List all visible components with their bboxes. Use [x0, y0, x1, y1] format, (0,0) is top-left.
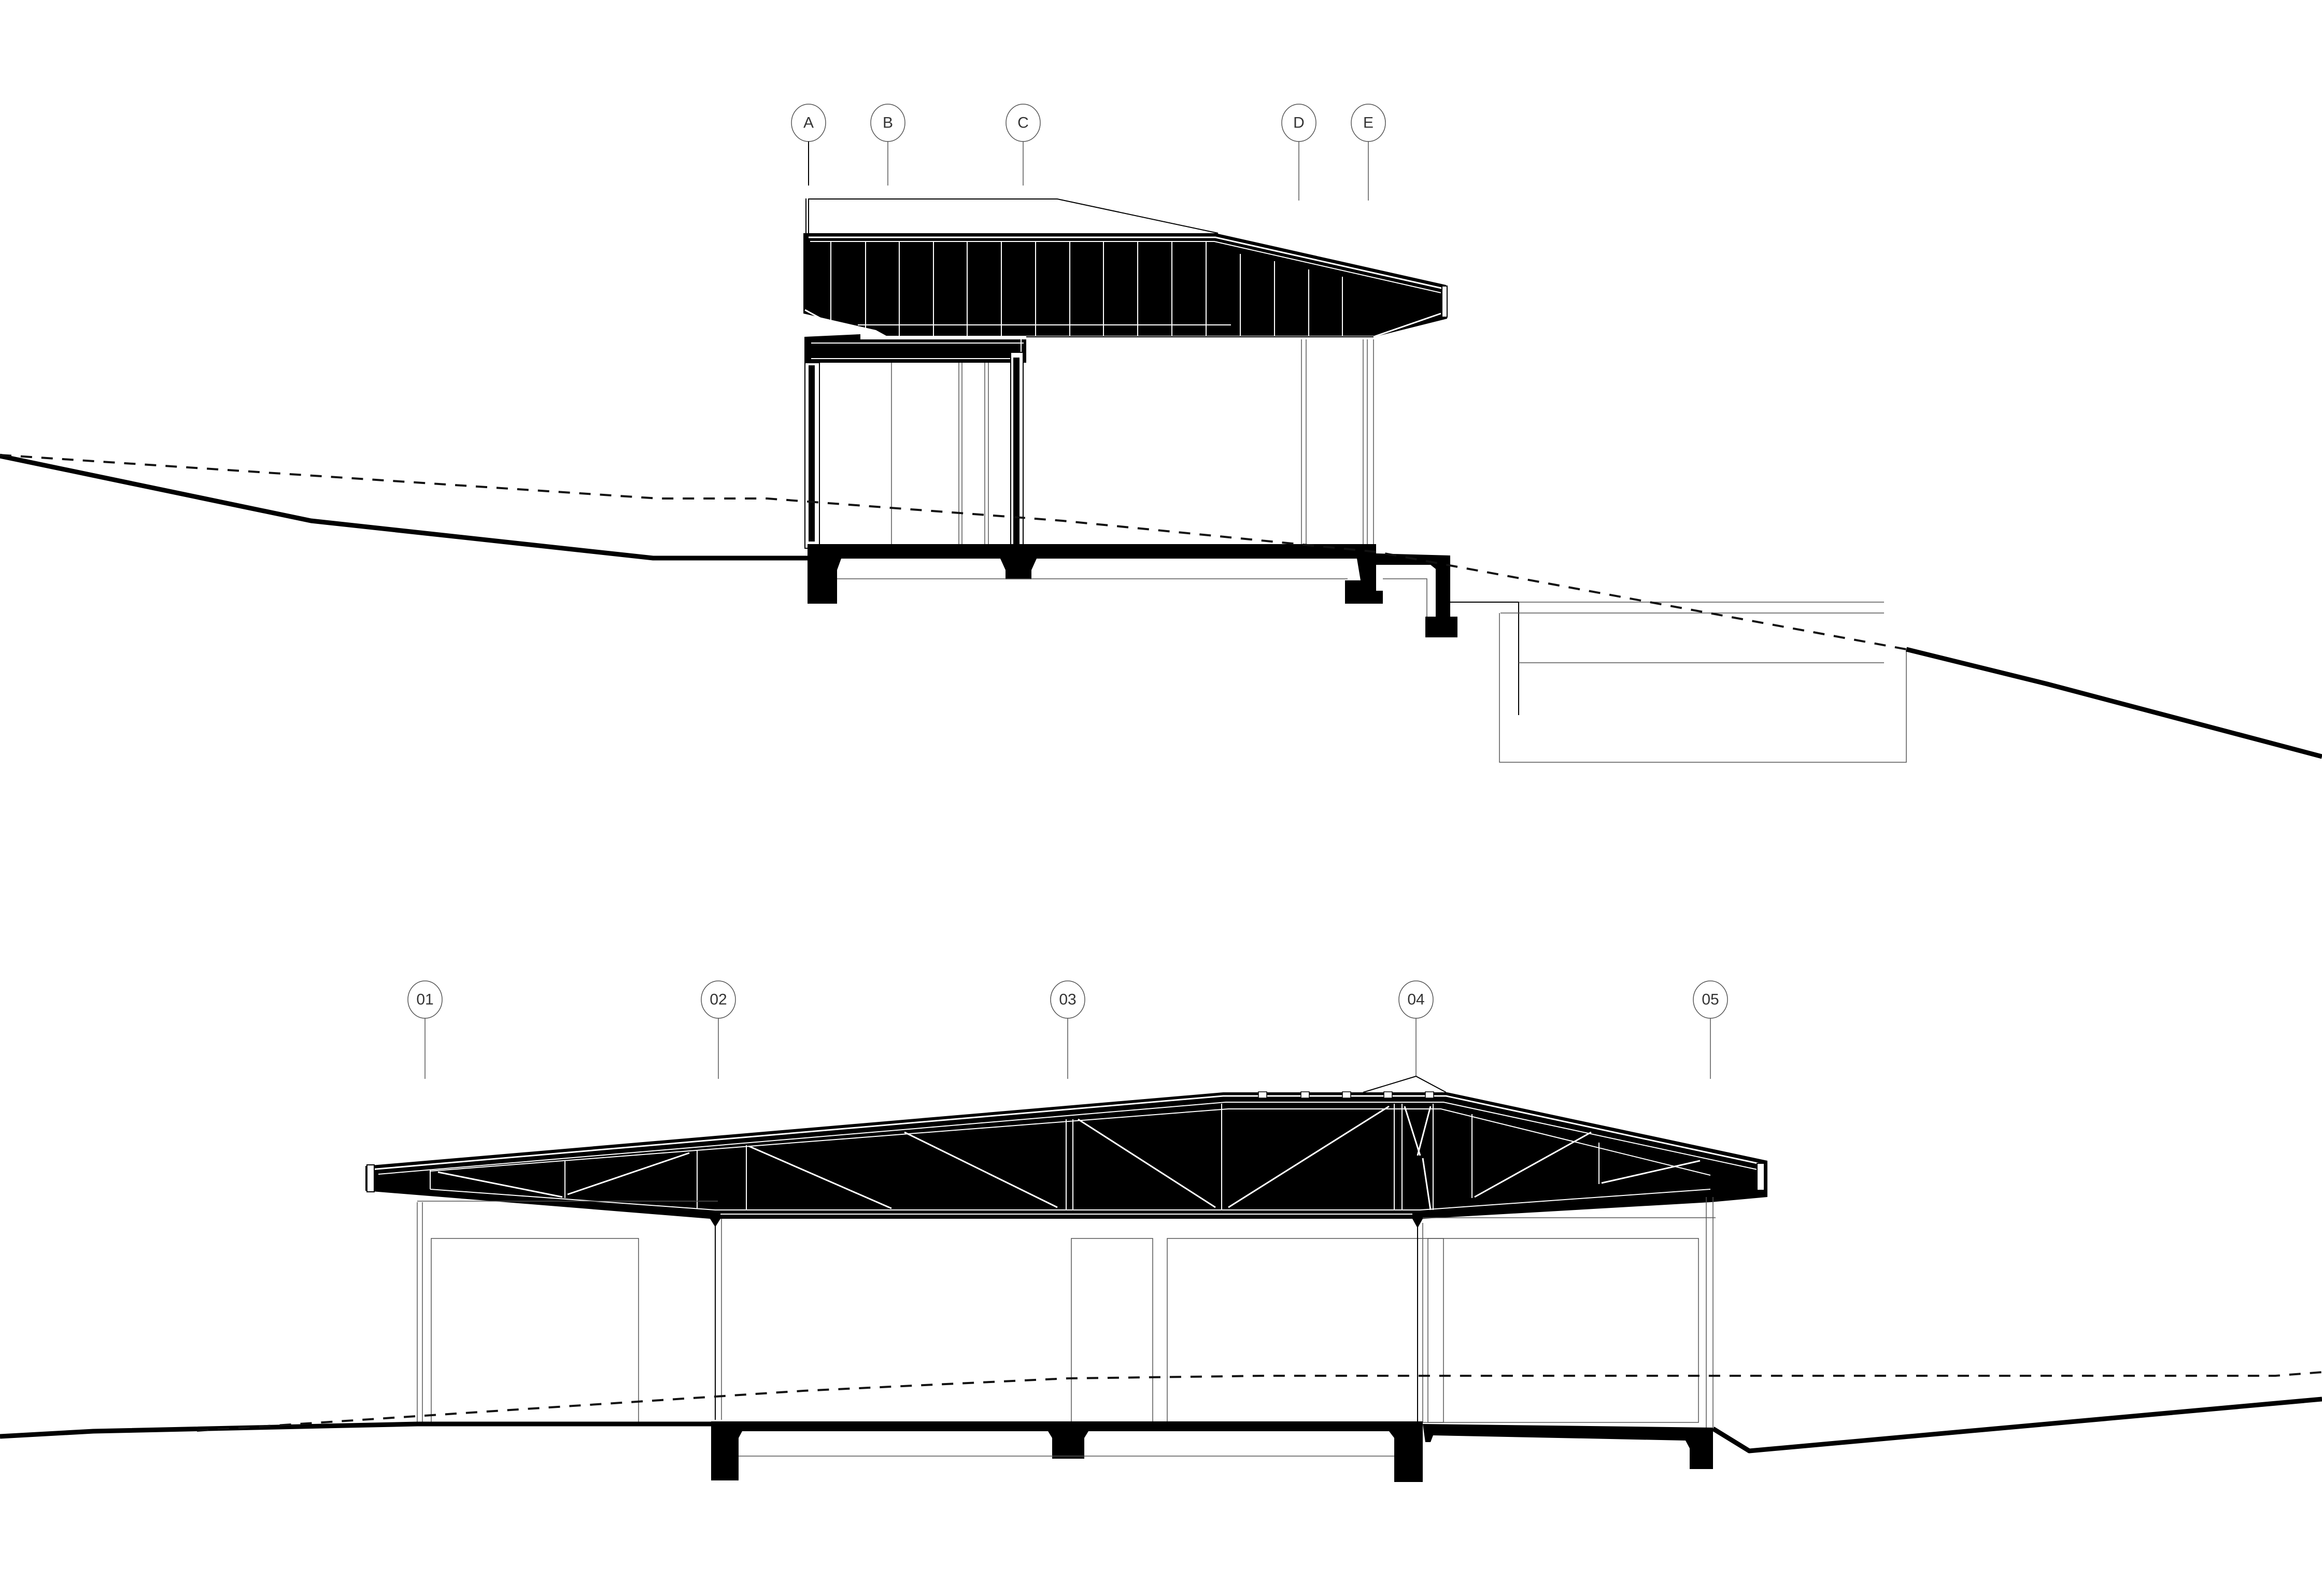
opening-2	[1071, 1238, 1153, 1423]
upper-walls	[804, 339, 1374, 549]
lower-section: 01 02 03 04 05	[0, 980, 2322, 1482]
opening-4	[1427, 1238, 1699, 1423]
upper-roof-section	[803, 233, 1448, 338]
grid-label-B: B	[883, 115, 893, 132]
upper-low-roof	[804, 334, 1374, 363]
grid-axis-03: 03	[1050, 980, 1085, 1079]
grid-axis-D: D	[1281, 104, 1316, 201]
grid-axis-02: 02	[701, 980, 736, 1079]
lower-finished-ground-right	[1711, 1396, 2322, 1454]
lower-grid-axes: 01 02 03 04 05	[407, 980, 1728, 1079]
grid-label-A: A	[803, 115, 814, 132]
grid-axis-05: 05	[1693, 980, 1728, 1079]
upper-existing-grade	[0, 454, 1907, 650]
grid-axis-E: E	[1351, 104, 1386, 201]
grid-axis-C: C	[1006, 104, 1041, 186]
roof-parapet-outline	[805, 198, 1219, 239]
grid-label-04: 04	[1407, 991, 1424, 1008]
grid-label-01: 01	[416, 991, 433, 1008]
grid-label-E: E	[1363, 115, 1374, 132]
upper-finished-ground-right	[1905, 647, 2322, 759]
opening-1	[431, 1238, 639, 1423]
grid-label-C: C	[1017, 115, 1029, 132]
grid-label-05: 05	[1702, 991, 1719, 1008]
upper-grid-axes: A B C D E	[791, 104, 1386, 201]
lower-foundation	[711, 1421, 1713, 1482]
upper-finished-ground	[0, 453, 808, 561]
pool-basin	[1450, 602, 1907, 763]
grid-label-03: 03	[1059, 991, 1076, 1008]
grid-axis-B: B	[870, 104, 905, 186]
lower-finished-ground	[0, 1421, 711, 1439]
lower-roof-truss	[365, 1091, 1767, 1228]
grid-label-D: D	[1293, 115, 1305, 132]
opening-3	[1167, 1238, 1444, 1423]
grid-axis-04: 04	[1398, 980, 1434, 1076]
grid-axis-01: 01	[407, 980, 443, 1079]
upper-foundation	[808, 544, 1457, 637]
upper-section: A B C D E	[0, 104, 2322, 763]
lower-walls-openings	[417, 1197, 1716, 1428]
roof-ridge-outline	[1363, 1075, 1447, 1093]
grid-label-02: 02	[710, 991, 727, 1008]
grid-axis-A: A	[791, 104, 826, 186]
